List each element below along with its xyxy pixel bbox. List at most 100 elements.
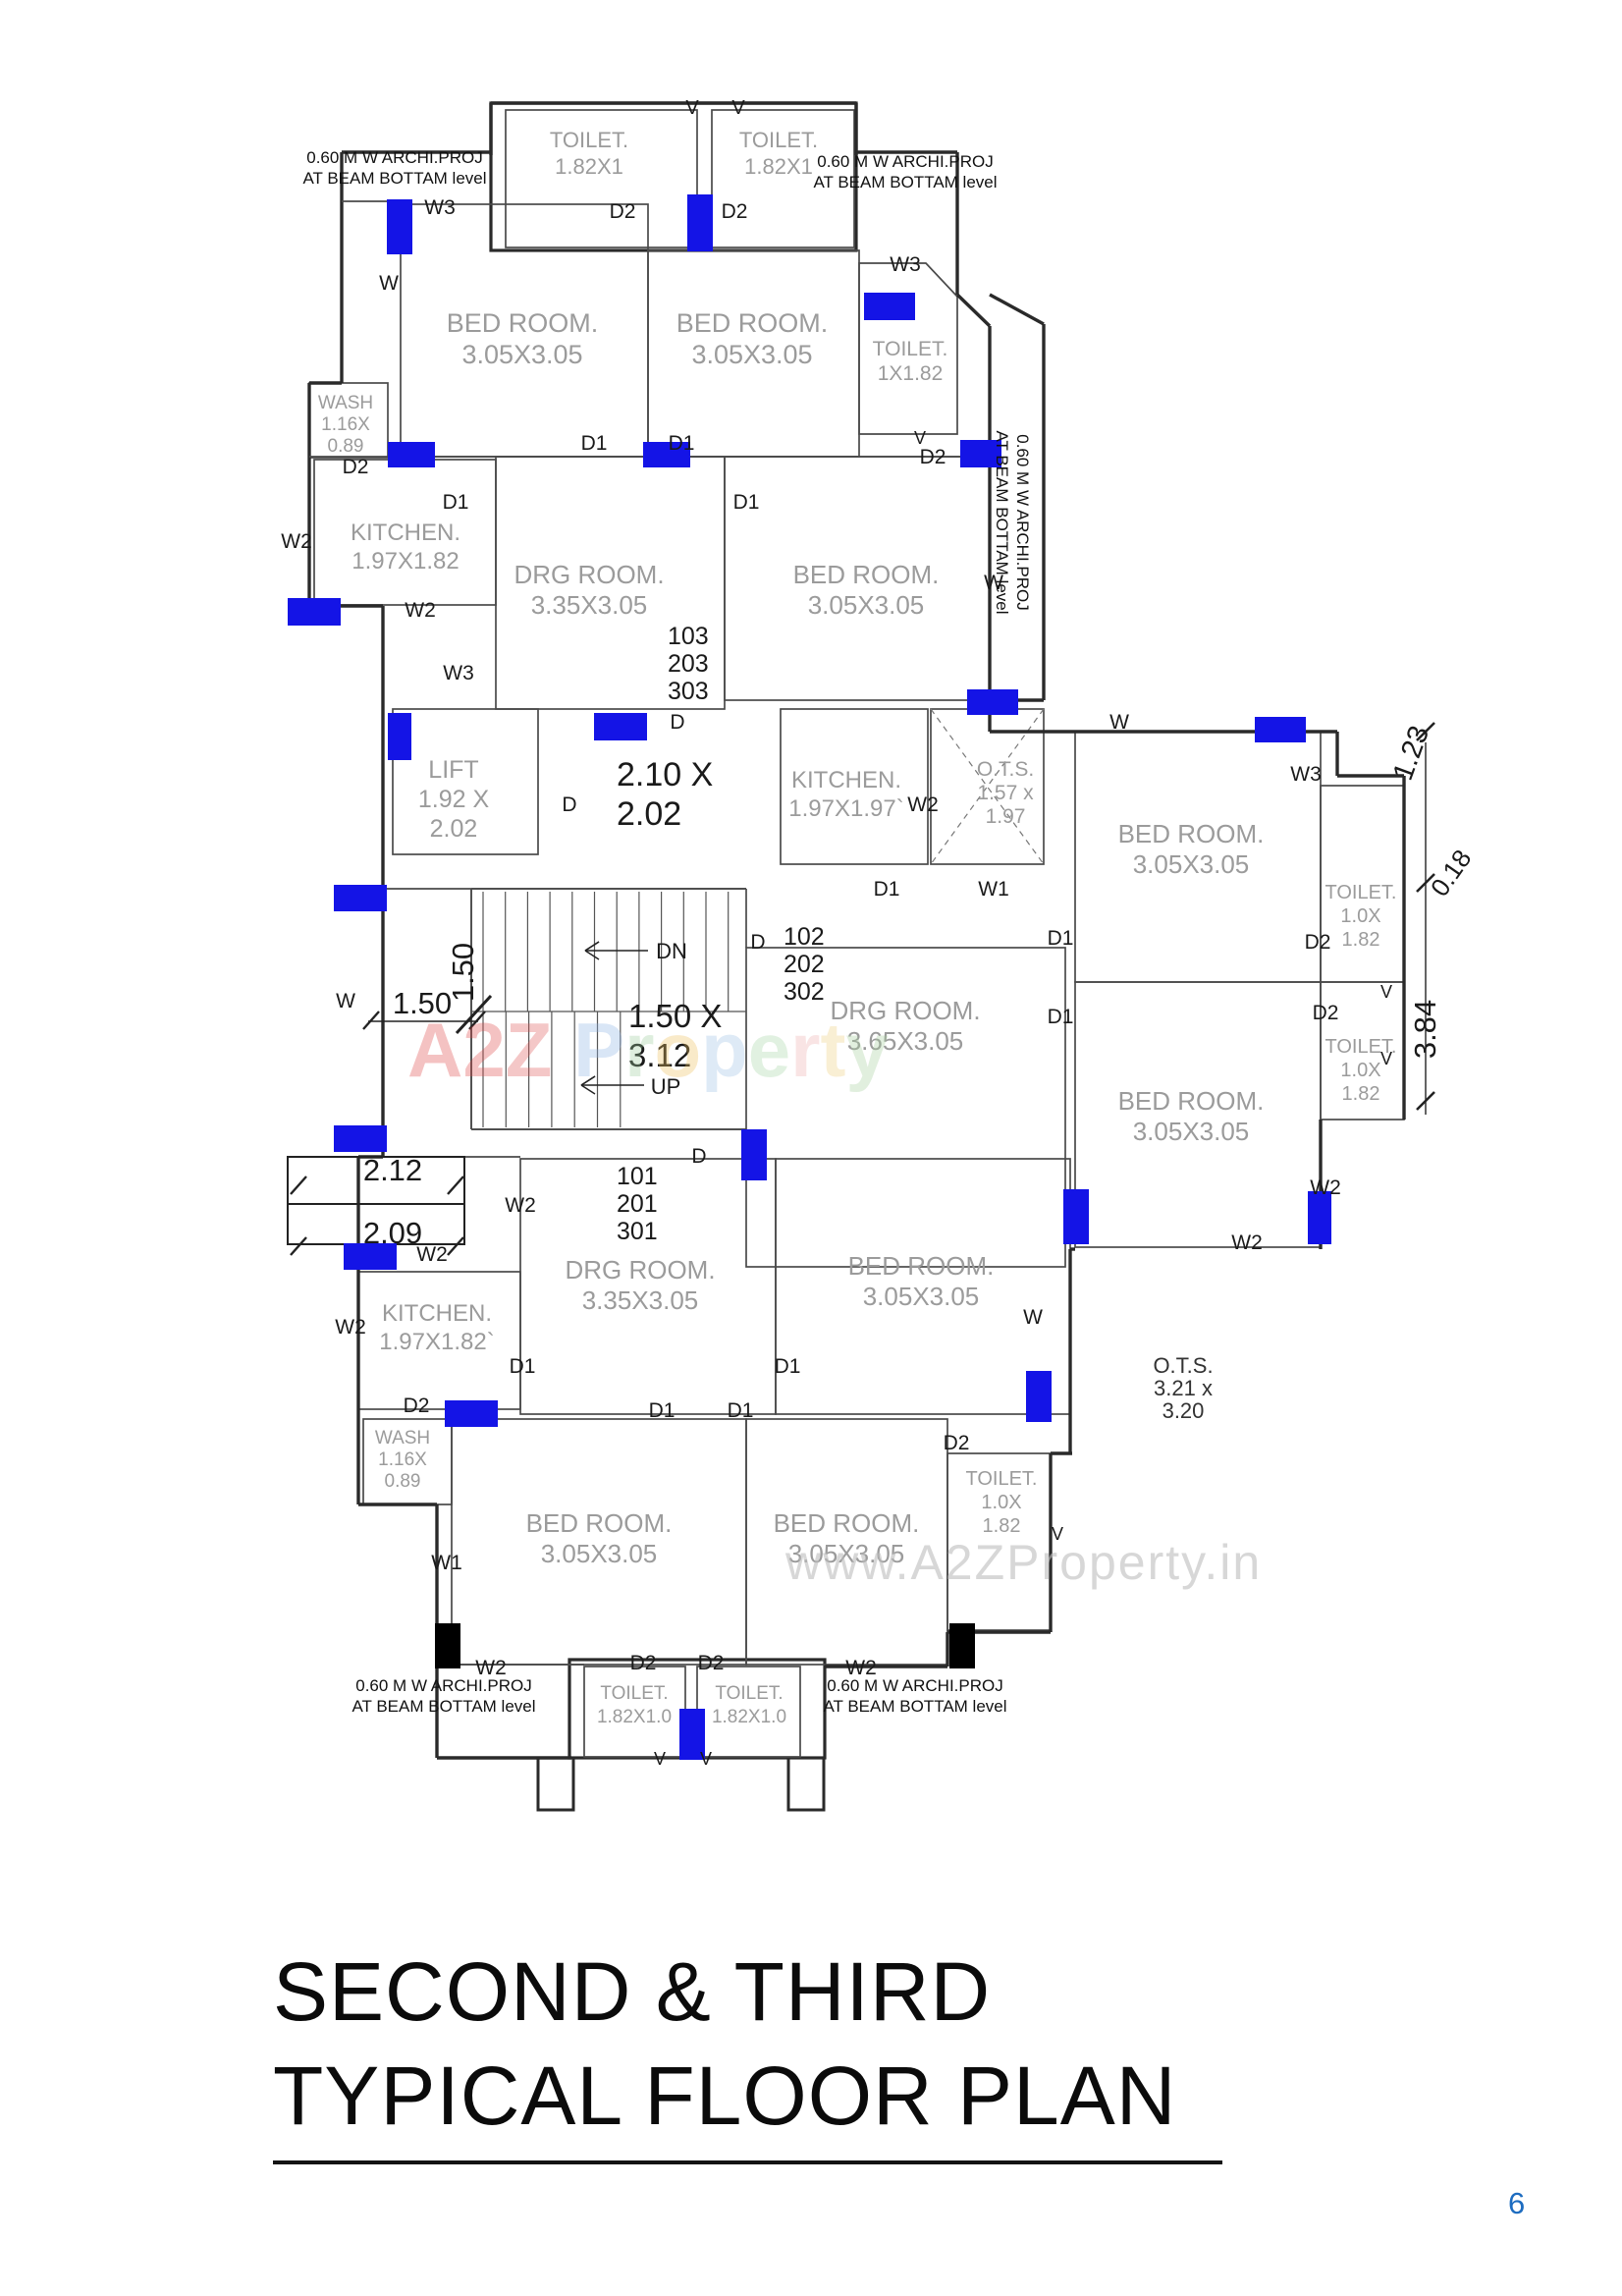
room-label-toilet-g: TOILET.1.82X1.0: [712, 1683, 786, 1727]
code-label-W-22: W: [984, 572, 1003, 594]
code-label-V-9: V: [914, 428, 926, 448]
door-window-marker-0: [687, 194, 713, 251]
dim-text-13: 2.12: [363, 1153, 422, 1187]
code-label-D1-10: D1: [581, 432, 608, 455]
plan-title-line2: TYPICAL FLOOR PLAN: [273, 2050, 1177, 2142]
code-label-W-23: W: [1109, 711, 1129, 734]
code-label-W2-19: W2: [907, 793, 939, 816]
door-window-marker-18: [1026, 1371, 1052, 1422]
code-label-V-1: V: [731, 97, 745, 119]
dim-line-7: [290, 1175, 307, 1195]
door-window-marker-6: [288, 598, 341, 626]
dim-line-6: [1416, 1091, 1435, 1111]
room-lift: [392, 708, 539, 855]
code-label-D1-25: D1: [1048, 927, 1074, 950]
stair-arrowhead: [584, 941, 600, 952]
code-label-W2-39: W2: [335, 1316, 366, 1339]
code-label-W1-21: W1: [978, 878, 1009, 901]
dim-text-4: 103: [668, 623, 709, 650]
door-window-marker-1: [387, 199, 412, 254]
code-label-V-54: V: [700, 1749, 712, 1769]
plan-title: SECOND & THIRD TYPICAL FLOOR PLAN: [273, 1940, 1176, 2148]
code-label-D2-27: D2: [1305, 931, 1331, 954]
room-label-kitchen-1: KITCHEN.1.97X1.82: [351, 519, 460, 574]
room-label-bed-room-4: BED ROOM.3.05X3.05: [1118, 819, 1265, 879]
room-label-toilet-f: TOILET.1.82X1.0: [597, 1683, 672, 1727]
url-watermark: www.A2ZProperty.in: [784, 1535, 1262, 1590]
code-label-W2-14: W2: [281, 530, 312, 553]
code-label-W-47: W: [1023, 1306, 1043, 1329]
door-window-marker-7: [594, 713, 647, 740]
dim-text-2: 1.50 X: [628, 998, 722, 1034]
code-label-D1-41: D1: [510, 1355, 536, 1378]
door-window-marker-15: [741, 1129, 767, 1180]
dim-text-7: 102: [784, 923, 825, 951]
room-label-bed-room-7: BED ROOM.3.05X3.05: [526, 1508, 673, 1568]
room-label-bed-room-8: BED ROOM.3.05X3.05: [774, 1508, 920, 1568]
code-label-D1-13: D1: [733, 491, 760, 514]
room-drg-room-2: [745, 947, 1066, 1268]
room-label-bed-room-2: BED ROOM.3.05X3.05: [676, 308, 829, 369]
door-window-marker-4: [864, 293, 915, 320]
code-label-D1-12: D1: [443, 491, 469, 514]
dim-text-1: 2.02: [617, 795, 681, 833]
code-label-V-53: V: [654, 1749, 666, 1769]
dim-text-18: 0.18: [1425, 845, 1478, 902]
code-label-W3-6: W3: [890, 253, 921, 276]
code-label-W2-49: W2: [475, 1657, 507, 1679]
dim-text-12: 301: [617, 1218, 658, 1245]
code-label-V-0: V: [685, 97, 699, 119]
code-label-W3-4: W3: [424, 196, 456, 219]
door-window-marker-3: [643, 442, 690, 467]
dim-text-11: 201: [617, 1190, 658, 1218]
code-label-D1-42: D1: [775, 1355, 801, 1378]
code-label-W2-31: W2: [1310, 1176, 1341, 1199]
door-window-marker-17: [1308, 1191, 1331, 1244]
footing-tab-0: [536, 1756, 575, 1812]
room-bed-room-5: [1074, 981, 1322, 1248]
code-label-D-17: D: [670, 711, 684, 734]
door-window-marker-14: [445, 1400, 498, 1427]
code-label-D-40: D: [750, 931, 765, 954]
code-label-D2-52: D2: [698, 1652, 725, 1674]
room-label-bed-room-6: BED ROOM.3.05X3.05: [848, 1251, 995, 1311]
dim-line-1: [362, 1011, 380, 1030]
dim-line-4: [1416, 722, 1435, 741]
page-number: 6: [1508, 2186, 1526, 2220]
dim-line-9: [290, 1236, 307, 1256]
room-toilet-top-left: [505, 109, 698, 248]
room-kitchen-2: [780, 708, 929, 865]
dim-line-8: [447, 1175, 464, 1195]
code-label-V-29: V: [1380, 982, 1392, 1002]
code-label-D2-3: D2: [722, 200, 748, 223]
room-label-drg-room-2: DRG ROOM.3.65X3.05: [830, 996, 980, 1056]
room-toilet-top-right: [711, 109, 855, 248]
code-label-D1-20: D1: [874, 878, 900, 901]
code-label-W3-16: W3: [443, 662, 474, 684]
room-label-kitchen-2: KITCHEN.1.97X1.97`: [788, 767, 903, 822]
room-label-bed-room-1: BED ROOM.3.05X3.05: [447, 308, 599, 369]
code-label-D2-7: D2: [343, 456, 369, 478]
door-window-marker-9: [967, 689, 1018, 715]
dim-text-19: 3.84: [1408, 1000, 1442, 1059]
room-label-kitchen-3: KITCHEN.1.97X1.82`: [379, 1300, 494, 1355]
door-window-marker-10: [1255, 717, 1306, 742]
room-label-toilet-right-1: TOILET.1X1.82: [873, 338, 948, 385]
stair-arrowhead: [584, 950, 600, 960]
code-label-D2-28: D2: [1313, 1002, 1339, 1024]
brand-watermark: A2Z Property: [407, 1007, 889, 1093]
code-label-D2-8: D2: [920, 446, 946, 468]
code-label-W2-38: W2: [416, 1243, 448, 1266]
outer-wall-23: [955, 293, 992, 328]
code-label-D1-43: D1: [649, 1399, 676, 1422]
code-label-W2-37: W2: [505, 1194, 536, 1217]
room-label-toilet-top-left: TOILET.1.82X1: [550, 128, 628, 179]
